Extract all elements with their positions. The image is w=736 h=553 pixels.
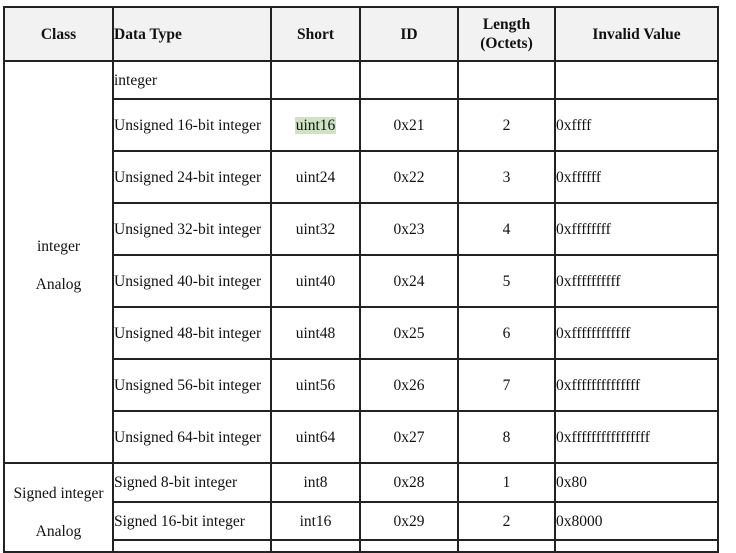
header-length-line1: Length bbox=[482, 16, 531, 33]
empty-cell bbox=[270, 539, 361, 553]
table-row: Unsigned 24-bit integer uint24 0x22 3 0x… bbox=[4, 150, 719, 204]
length-cell: 3 bbox=[457, 150, 556, 204]
id-cell: 0x29 bbox=[359, 501, 459, 541]
header-row: Class Data Type Short ID Length (Octets)… bbox=[3, 6, 719, 62]
short-cell: uint24 bbox=[270, 150, 361, 204]
id-cell: 0x28 bbox=[359, 462, 459, 503]
id-cell: 0x21 bbox=[359, 98, 459, 152]
length-cell: 2 bbox=[457, 98, 556, 152]
short-cell: uint40 bbox=[270, 254, 361, 308]
short-cell: uint56 bbox=[270, 358, 361, 412]
table-row: Unsigned 48-bit integer uint48 0x25 6 0x… bbox=[4, 306, 719, 360]
length-cell: 4 bbox=[457, 202, 556, 256]
data-type-cell: Unsigned 32-bit integer bbox=[112, 202, 272, 256]
header-length-line2: (Octets) bbox=[480, 35, 533, 52]
short-cell: int8 bbox=[270, 462, 361, 503]
data-type-cell: Unsigned 40-bit integer bbox=[112, 254, 272, 308]
invalid-value-cell: 0xffffffffffffffff bbox=[554, 410, 719, 464]
data-type-cell: Signed 8-bit integer bbox=[112, 462, 272, 503]
short-cell: uint32 bbox=[270, 202, 361, 256]
data-types-table: Class Data Type Short ID Length (Octets)… bbox=[3, 6, 719, 553]
id-cell: 0x27 bbox=[359, 410, 459, 464]
length-cell: 5 bbox=[457, 254, 556, 308]
table-row: Unsigned 64-bit integer uint64 0x27 8 0x… bbox=[4, 410, 719, 464]
invalid-value-cell: 0x8000 bbox=[554, 501, 719, 541]
length-cell bbox=[457, 60, 556, 100]
short-highlight: uint16 bbox=[294, 116, 337, 134]
header-invalid-value: Invalid Value bbox=[554, 6, 719, 62]
data-type-cell: Unsigned 16-bit integer bbox=[112, 98, 272, 152]
invalid-value-cell: 0xffff bbox=[554, 98, 719, 152]
length-cell: 8 bbox=[457, 410, 556, 464]
id-cell: 0x24 bbox=[359, 254, 459, 308]
class-label-line1: Signed integer bbox=[13, 484, 104, 502]
empty-cell bbox=[554, 539, 719, 553]
data-type-cell: Unsigned 56-bit integer bbox=[112, 358, 272, 412]
table-row-partial bbox=[4, 539, 719, 553]
id-cell: 0x25 bbox=[359, 306, 459, 360]
short-cell: uint64 bbox=[270, 410, 361, 464]
length-cell: 6 bbox=[457, 306, 556, 360]
short-cell: int16 bbox=[270, 501, 361, 541]
class-label-line2: Analog bbox=[35, 522, 82, 540]
short-cell: uint48 bbox=[270, 306, 361, 360]
table-row: Unsigned 16-bit integer uint16 0x21 2 0x… bbox=[4, 98, 719, 152]
class-cell: Signed integer Analog bbox=[3, 462, 114, 553]
table-wrapper: Class Data Type Short ID Length (Octets)… bbox=[3, 6, 719, 553]
length-cell: 2 bbox=[457, 501, 556, 541]
header-id: ID bbox=[359, 6, 459, 62]
id-cell: 0x22 bbox=[359, 150, 459, 204]
header-data-type: Data Type bbox=[112, 6, 272, 62]
data-type-cell: Unsigned 24-bit integer bbox=[112, 150, 272, 204]
empty-cell bbox=[359, 539, 459, 553]
class-label-line1: integer bbox=[36, 237, 81, 255]
invalid-value-cell: 0xffffffffff bbox=[554, 254, 719, 308]
short-cell: uint16 bbox=[270, 98, 361, 152]
short-cell bbox=[270, 60, 361, 100]
header-class: Class bbox=[3, 6, 114, 62]
table-row: Signed 16-bit integer int16 0x29 2 0x800… bbox=[4, 501, 719, 541]
table-row: Unsigned 56-bit integer uint56 0x26 7 0x… bbox=[4, 358, 719, 412]
id-cell: 0x26 bbox=[359, 358, 459, 412]
length-cell: 1 bbox=[457, 462, 556, 503]
invalid-value-cell bbox=[554, 60, 719, 100]
table-row: Unsigned 40-bit integer uint40 0x24 5 0x… bbox=[4, 254, 719, 308]
header-length: Length (Octets) bbox=[457, 6, 556, 62]
invalid-value-cell: 0xffffffff bbox=[554, 202, 719, 256]
empty-cell bbox=[457, 539, 556, 553]
data-type-cell: Unsigned 48-bit integer bbox=[112, 306, 272, 360]
id-cell: 0x23 bbox=[359, 202, 459, 256]
table-row: Signed integer Analog Signed 8-bit integ… bbox=[3, 462, 719, 553]
id-cell bbox=[359, 60, 459, 100]
class-label-line2: Analog bbox=[35, 275, 82, 293]
invalid-value-cell: 0x80 bbox=[554, 462, 719, 503]
length-cell: 7 bbox=[457, 358, 556, 412]
empty-cell bbox=[112, 539, 272, 553]
class-cell: integer Analog bbox=[3, 60, 114, 464]
invalid-value-cell: 0xffffffffffffff bbox=[554, 358, 719, 412]
invalid-value-cell: 0xffffffffffff bbox=[554, 306, 719, 360]
data-type-cell: Signed 16-bit integer bbox=[112, 501, 272, 541]
data-type-cell: integer bbox=[112, 60, 272, 100]
invalid-value-cell: 0xffffff bbox=[554, 150, 719, 204]
table-row: integer Analog integer bbox=[3, 60, 719, 464]
header-short: Short bbox=[270, 6, 361, 62]
data-type-cell: Unsigned 64-bit integer bbox=[112, 410, 272, 464]
table-row: Unsigned 32-bit integer uint32 0x23 4 0x… bbox=[4, 202, 719, 256]
